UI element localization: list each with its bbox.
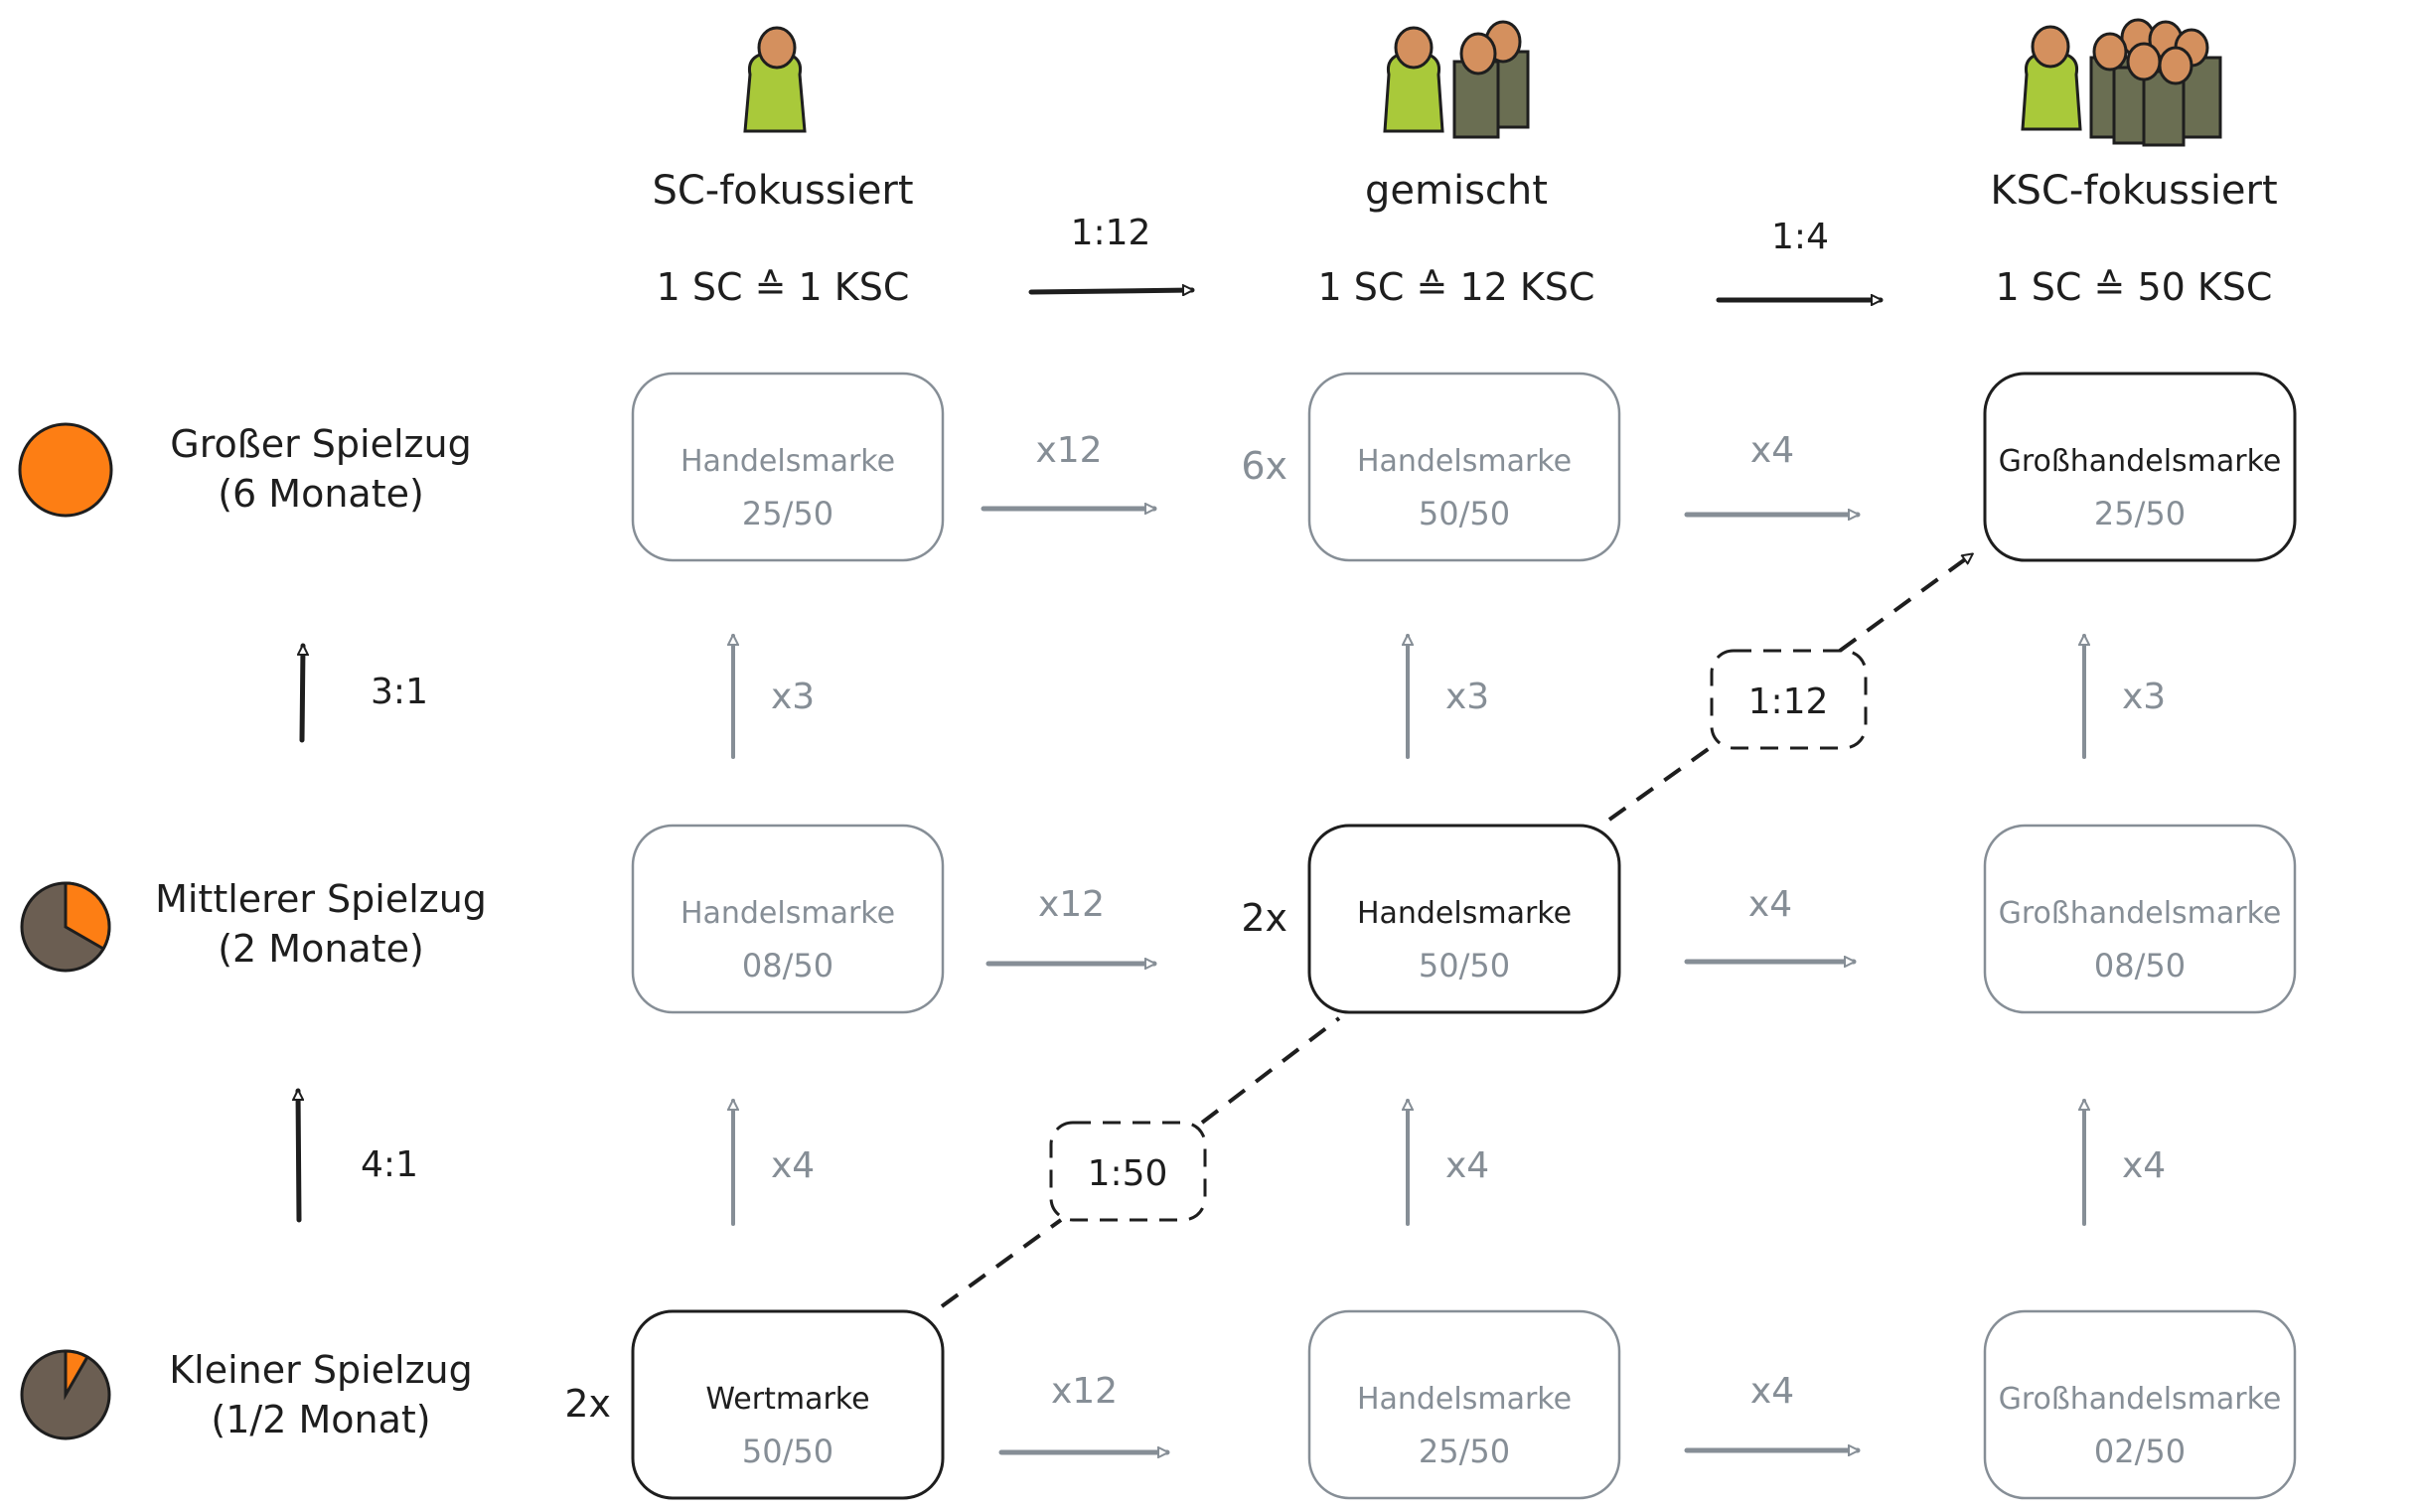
token-box-small-sc[interactable]: Wertmarke 50/50 2x — [564, 1309, 945, 1500]
column-ratio-ksc: 1 SC ≙ 50 KSC — [1996, 265, 2273, 309]
row-small: Kleiner Spielzug (1/2 Monat) — [20, 1348, 473, 1441]
token-name: Handelsmarke — [1357, 444, 1572, 479]
row-big: Großer Spielzug (6 Monate) — [18, 422, 472, 518]
token-count: 08/50 — [2094, 947, 2186, 984]
conversion-line-1a — [940, 1218, 1063, 1308]
pie-full-icon — [18, 422, 113, 518]
conversion-badge-1 — [1049, 1121, 1207, 1222]
conversion-line-1b — [1200, 1016, 1341, 1125]
row-label-small-line1: Kleiner Spielzug — [169, 1348, 472, 1392]
token-multiplier: 2x — [1241, 896, 1287, 940]
row-label-medium-line2: (2 Monate) — [218, 927, 424, 971]
token-box-frame — [1307, 372, 1621, 562]
token-count: 25/50 — [2094, 495, 2186, 532]
row-label-medium-line1: Mittlerer Spielzug — [155, 877, 487, 921]
token-box-frame — [1307, 1309, 1621, 1500]
column-transition-arrow-1 — [1028, 290, 1195, 292]
arrow-up-medium_from_small-2-label: x4 — [1445, 1145, 1489, 1186]
vertical-arrows: x3 x3 x3 x4 x4 x4 — [733, 634, 2166, 1226]
column-ratio-mixed: 1 SC ≙ 12 KSC — [1318, 265, 1595, 309]
token-name: Handelsmarke — [1357, 896, 1572, 931]
row-transition-arrow-1 — [302, 643, 303, 743]
token-box-frame — [1983, 824, 2297, 1014]
row-transition-arrow-2 — [298, 1088, 299, 1223]
token-box-big-ksc[interactable]: Großhandelsmarke 25/50 — [1983, 372, 2297, 562]
conversion-path: 1:50 1:12 — [940, 554, 1972, 1308]
conversion-badge-2 — [1710, 649, 1868, 750]
arrow-up-big_from_medium-2-label: x3 — [1445, 677, 1489, 717]
token-count: 50/50 — [742, 1433, 833, 1470]
conversion-badge-2-label: 1:12 — [1748, 681, 1829, 722]
column-ratio-sc: 1 SC ≙ 1 KSC — [657, 265, 910, 309]
large-group-icon — [2021, 18, 2222, 147]
arrow-up-medium_from_small-1-label: x4 — [771, 1145, 815, 1186]
token-box-medium-sc[interactable]: Handelsmarke 08/50 — [631, 824, 945, 1014]
conversion-line-2a — [1607, 743, 1716, 822]
arrow-medium-right-2-label: x4 — [1748, 884, 1792, 925]
token-count: 50/50 — [1419, 947, 1510, 984]
pie-small-slice-icon — [20, 1349, 111, 1440]
column-title-mixed: gemischt — [1365, 168, 1548, 214]
token-count: 50/50 — [1419, 495, 1510, 532]
column-title-sc: SC-fokussiert — [652, 168, 913, 214]
token-name: Handelsmarke — [1357, 1382, 1572, 1417]
token-multiplier: 2x — [564, 1382, 611, 1426]
token-box-small-mixed[interactable]: Handelsmarke 25/50 — [1307, 1309, 1621, 1500]
token-box-frame — [1983, 372, 2297, 562]
arrow-up-big_from_medium-1-label: x3 — [771, 677, 815, 717]
arrow-big-right-2-label: x4 — [1750, 430, 1794, 471]
token-name: Großhandelsmarke — [1999, 1382, 2282, 1417]
arrow-big-right-1-label: x12 — [1035, 430, 1102, 471]
token-box-frame — [1307, 824, 1621, 1014]
token-name: Großhandelsmarke — [1999, 444, 2282, 479]
arrow-up-big_from_medium-3-label: x3 — [2122, 677, 2166, 717]
token-multiplier: 6x — [1241, 444, 1287, 488]
token-name: Großhandelsmarke — [1999, 896, 2282, 931]
token-box-small-ksc[interactable]: Großhandelsmarke 02/50 — [1983, 1309, 2297, 1500]
token-name: Handelsmarke — [680, 896, 895, 931]
token-box-medium-ksc[interactable]: Großhandelsmarke 08/50 — [1983, 824, 2297, 1014]
token-box-frame — [1983, 1309, 2297, 1500]
token-count: 25/50 — [1419, 1433, 1510, 1470]
row-label-big-line1: Großer Spielzug — [170, 422, 471, 466]
pie-slice — [64, 881, 111, 952]
conversion-badge-1-label: 1:50 — [1088, 1153, 1168, 1194]
column-transition-label-1: 1:12 — [1071, 213, 1151, 253]
pie-base — [18, 422, 113, 518]
token-name: Handelsmarke — [680, 444, 895, 479]
token-count: 08/50 — [742, 947, 833, 984]
conversion-line-2b — [1838, 554, 1972, 653]
token-box-frame — [631, 372, 945, 562]
arrow-up-medium_from_small-3-label: x4 — [2122, 1145, 2166, 1186]
row-label-small-line2: (1/2 Monat) — [211, 1398, 430, 1441]
arrow-small-right-1-label: x12 — [1051, 1371, 1118, 1412]
row-medium: Mittlerer Spielzug (2 Monate) — [20, 877, 487, 973]
column-transition-label-2: 1:4 — [1771, 217, 1829, 257]
token-box-big-mixed[interactable]: Handelsmarke 50/50 6x — [1241, 372, 1621, 562]
token-count: 02/50 — [2094, 1433, 2186, 1470]
token-name: Wertmarke — [705, 1382, 869, 1417]
horizontal-arrows: x12 x4 x12 x4 x12 x4 — [981, 430, 1861, 1452]
arrow-small-right-2-label: x4 — [1750, 1371, 1794, 1412]
token-box-medium-mixed[interactable]: Handelsmarke 50/50 2x — [1241, 824, 1621, 1014]
single-player-icon — [743, 26, 807, 133]
row-transition-label-2: 4:1 — [361, 1144, 418, 1185]
token-box-big-sc[interactable]: Handelsmarke 25/50 — [631, 372, 945, 562]
column-title-ksc: KSC-fokussiert — [1990, 168, 2277, 214]
pie-third-icon — [20, 881, 111, 973]
row-label-big-line2: (6 Monate) — [218, 472, 424, 516]
small-group-icon — [1383, 20, 1530, 139]
arrow-medium-right-1-label: x12 — [1038, 884, 1105, 925]
pie-slice — [64, 1349, 90, 1401]
token-box-frame — [631, 1309, 945, 1500]
row-transition-label-1: 3:1 — [371, 672, 428, 712]
token-count: 25/50 — [742, 495, 833, 532]
token-box-frame — [631, 824, 945, 1014]
